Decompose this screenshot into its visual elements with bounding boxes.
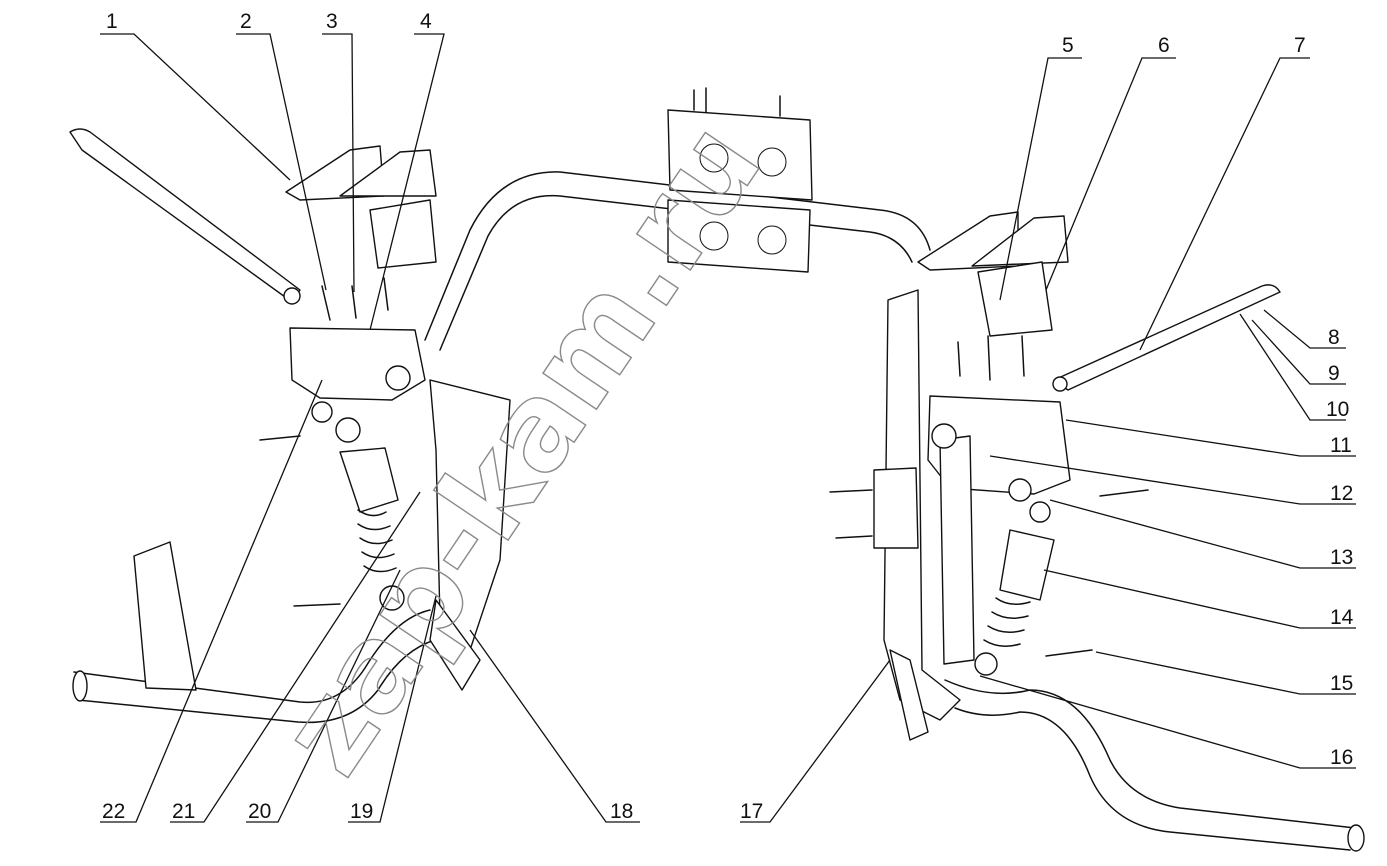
callout-10: 10 — [1326, 398, 1349, 421]
callout-15: 15 — [1330, 672, 1353, 695]
callout-16: 16 — [1330, 746, 1353, 769]
callout-6: 6 — [1158, 34, 1170, 57]
callout-1: 1 — [106, 10, 118, 33]
callout-14: 14 — [1330, 606, 1354, 629]
callout-18: 18 — [610, 800, 633, 823]
right-pedal-assembly — [829, 211, 1281, 741]
callout-13: 13 — [1330, 546, 1353, 569]
callout-20: 20 — [248, 800, 271, 823]
watermark-text: zap-kam.ru — [254, 99, 788, 798]
callout-21: 21 — [172, 800, 195, 823]
callout-22: 22 — [102, 800, 125, 823]
callout-7: 7 — [1294, 34, 1306, 57]
callout-8: 8 — [1328, 326, 1340, 349]
callout-17: 17 — [740, 800, 763, 823]
callout-3: 3 — [326, 10, 338, 33]
left-pedal-assembly — [69, 128, 511, 691]
callout-4: 4 — [420, 10, 432, 33]
callout-5: 5 — [1062, 34, 1074, 57]
callout-9: 9 — [1328, 362, 1340, 385]
watermark: zap-kam.ru — [253, 98, 788, 798]
callout-12: 12 — [1330, 482, 1353, 505]
callout-2: 2 — [240, 10, 252, 33]
callout-19: 19 — [350, 800, 373, 823]
callout-labels: 1 2 3 4 5 6 7 8 9 10 11 12 13 14 15 16 1… — [102, 10, 1354, 823]
leader-lines — [100, 33, 1356, 823]
center-bracket-plate — [667, 87, 813, 273]
frame-tube — [72, 171, 1365, 852]
callout-11: 11 — [1330, 434, 1352, 457]
